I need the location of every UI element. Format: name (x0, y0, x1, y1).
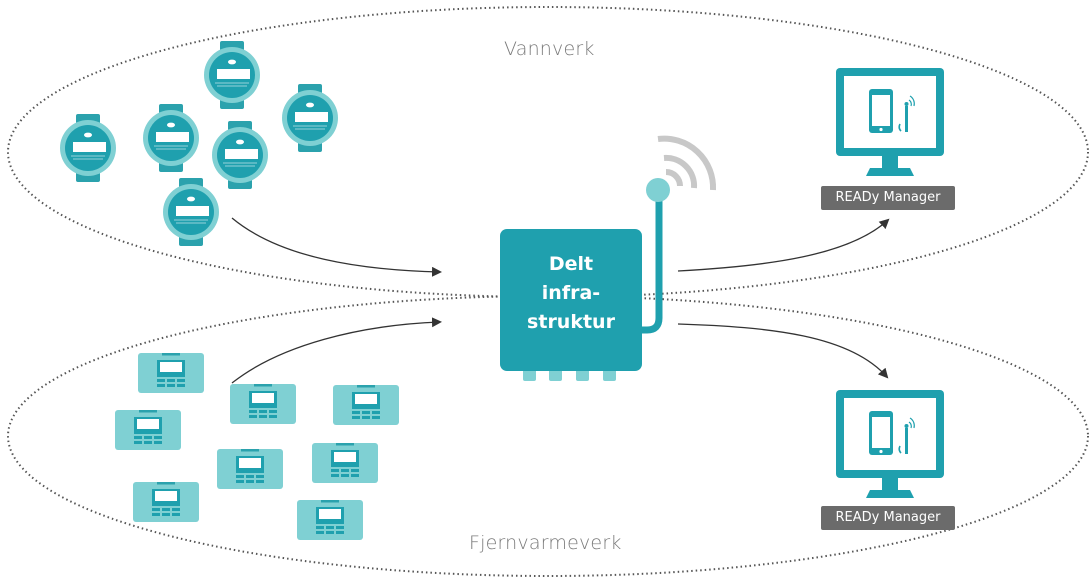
antenna-tip (646, 178, 670, 202)
heat-meter-icon (230, 384, 296, 424)
heat-meter-icon (333, 385, 399, 425)
heating-group-label: Fjernvarmeverk (469, 532, 622, 554)
heat-meter-icon (138, 353, 204, 393)
arrow-heat-to-hub (231, 317, 442, 384)
water-meter-icon (281, 83, 339, 153)
hub-label: Delt infra- struktur (500, 250, 642, 337)
water-meter-icon (203, 40, 261, 110)
heat-meter-icon (115, 410, 181, 450)
water-meter-icon (59, 113, 117, 183)
water-meter-icon (142, 103, 200, 173)
heating-group-boundary (7, 295, 1089, 577)
water-group-label: Vannverk (504, 38, 595, 60)
hub-label-line: struktur (527, 311, 615, 333)
hub-antenna (630, 195, 663, 334)
arrow-hub-to-top-manager (677, 218, 890, 272)
ready-manager-badge-bottom: READy Manager (821, 506, 955, 530)
monitor-icon (835, 389, 945, 499)
water-meter-icon (162, 177, 220, 247)
arrow-hub-to-bottom-manager (677, 323, 889, 379)
hub-label-line: infra- (541, 282, 601, 304)
gateway-icon (500, 229, 642, 381)
arrow-water-to-hub (231, 217, 442, 277)
heat-meter-icon (217, 449, 283, 489)
water-group-boundary (7, 6, 1089, 298)
wifi-signal-icon (657, 135, 717, 191)
heat-meter-icon (297, 500, 363, 540)
heat-meter-icon (312, 443, 378, 483)
heat-meter-icon (133, 482, 199, 522)
monitor-icon (835, 67, 945, 177)
ready-manager-badge-top: READy Manager (821, 186, 955, 210)
hub-label-line: Delt (548, 253, 594, 275)
water-meter-icon (211, 120, 269, 190)
